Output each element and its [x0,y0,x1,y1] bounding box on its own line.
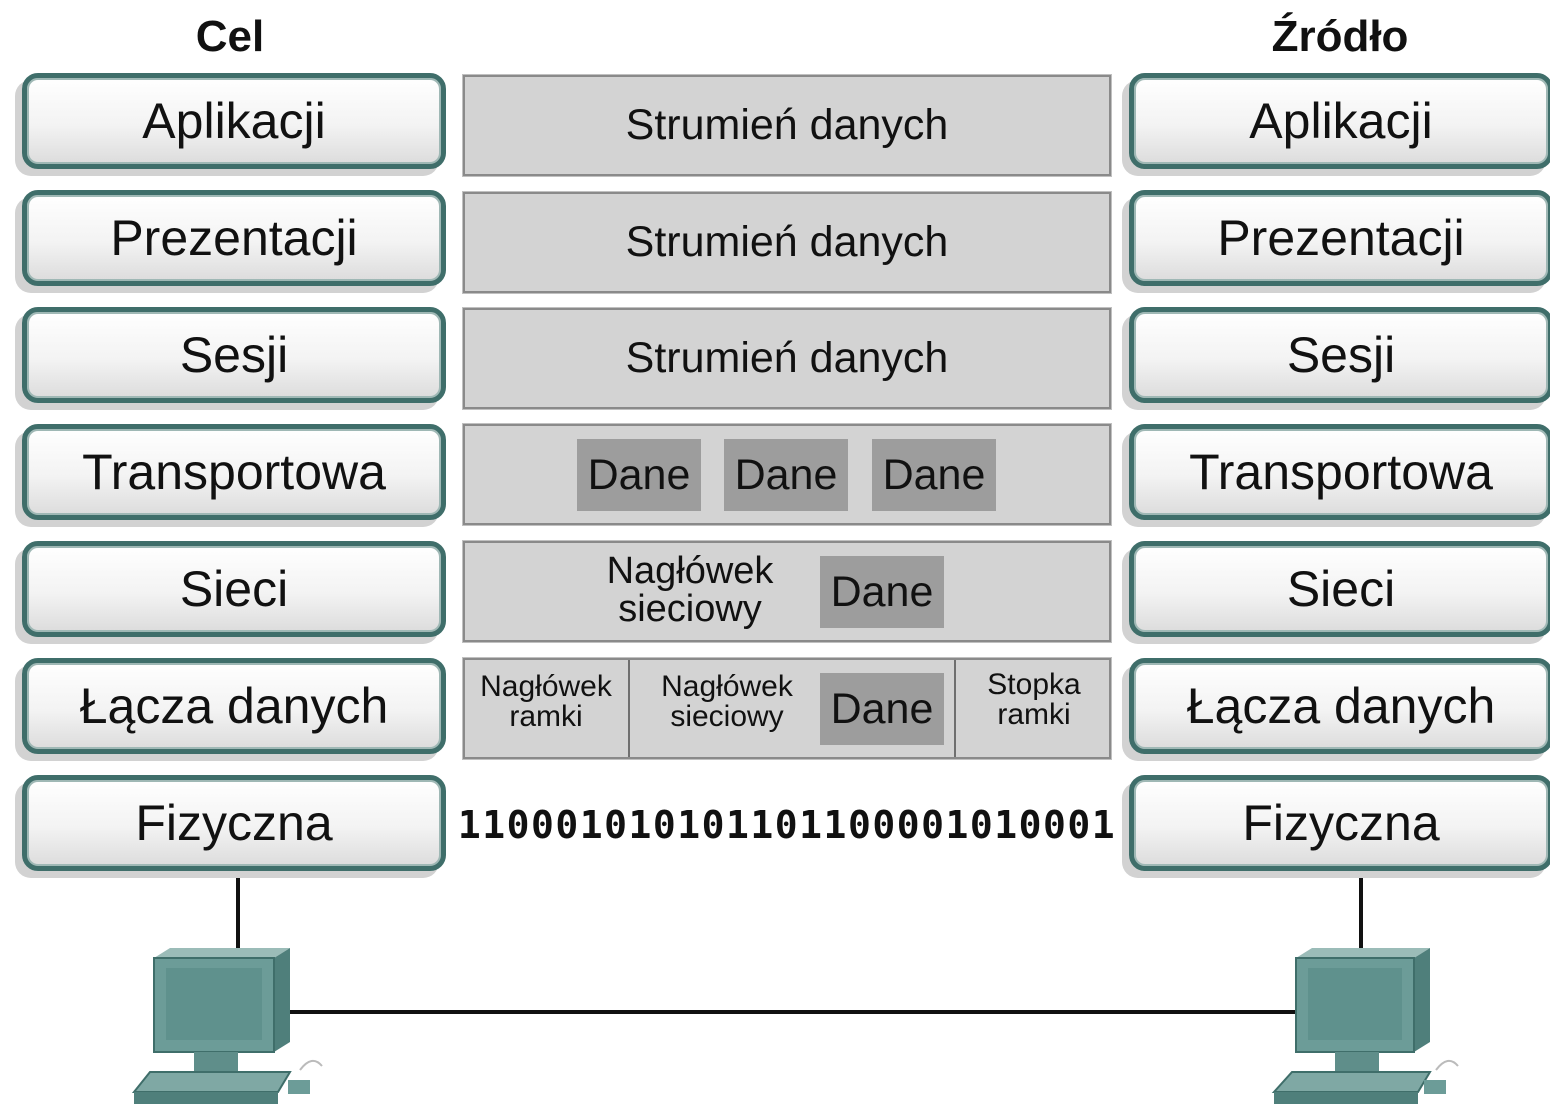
physical-bitstream: 110001010101101100001010001 [457,803,1117,847]
computer-icon [131,948,323,1104]
pdu-datalink [463,658,1111,759]
layer-network-left: Sieci [22,541,446,637]
computer-icon [1271,948,1459,1104]
layer-datalink-right: Łącza danych [1129,658,1550,754]
layer-application-left: Aplikacji [22,73,446,169]
frame-divider-2 [954,660,956,757]
layer-network-right: Sieci [1129,541,1550,637]
source-header: Źródło [1271,12,1409,61]
pdu-presentation: Strumień danych [463,192,1111,293]
network-header-label: Nagłówek sieciowy [606,550,774,630]
transport-segment-1: Dane [577,439,701,511]
layer-presentation-left: Prezentacji [22,190,446,286]
transport-segment-2: Dane [724,439,848,511]
layer-transport-right: Transportowa [1129,424,1550,520]
frame-trailer-label: Stopka ramki [987,668,1081,731]
frame-data-block: Dane [820,673,944,745]
frame-header-label: Nagłówek ramki [480,670,612,733]
layer-presentation-right: Prezentacji [1129,190,1550,286]
layer-physical-left: Fizyczna [22,775,446,871]
frame-network-header-label: Nagłówek sieciowy [661,670,793,733]
frame-divider-1 [628,660,630,757]
network-data-block: Dane [820,556,944,628]
layer-transport-left: Transportowa [22,424,446,520]
destination-header: Cel [195,12,265,61]
layer-session-left: Sesji [22,307,446,403]
layer-application-right: Aplikacji [1129,73,1550,169]
layer-physical-right: Fizyczna [1129,775,1550,871]
transport-segment-3: Dane [872,439,996,511]
pdu-network [463,541,1111,642]
pdu-session: Strumień danych [463,308,1111,409]
layer-datalink-left: Łącza danych [22,658,446,754]
layer-session-right: Sesji [1129,307,1550,403]
pdu-application: Strumień danych [463,75,1111,176]
